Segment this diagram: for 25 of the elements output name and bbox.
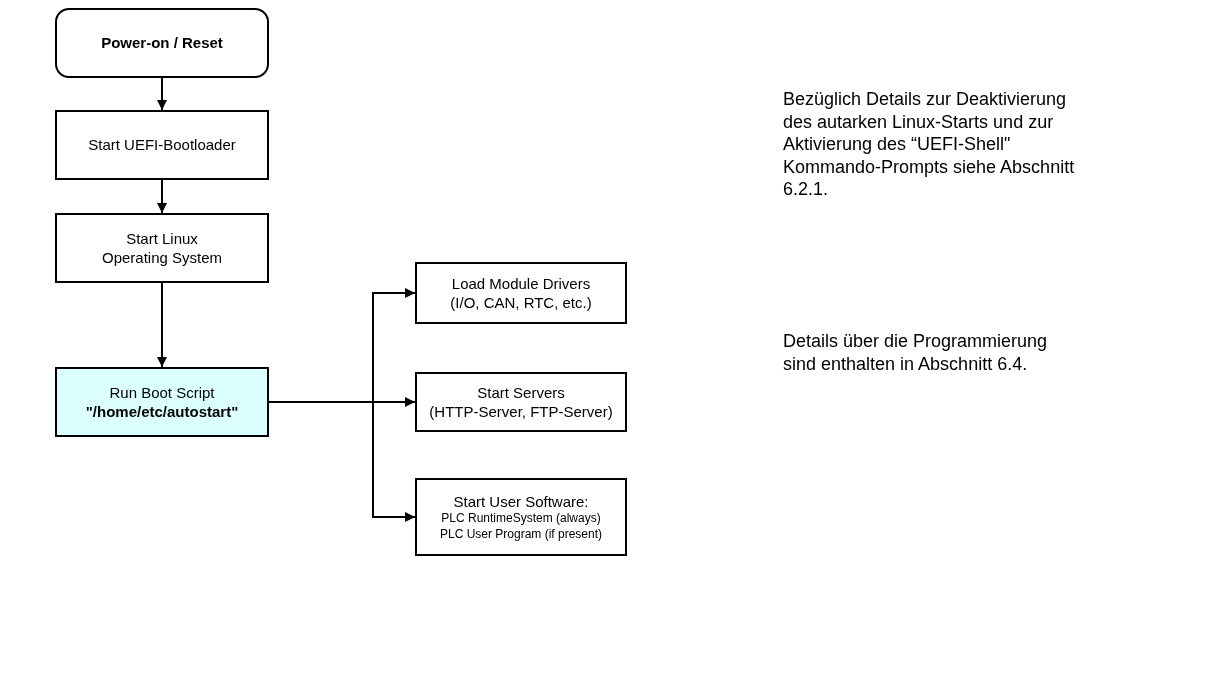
note-text: Bezüglich Details zur Deaktivierung des autarken Linux-Starts und zur Aktivierung des “UEFI-Shell" Kommando-Prompts siehe Abschnitt 6.2.1. xyxy=(783,88,1076,201)
process-box xyxy=(55,110,269,180)
box-text: Start Servers xyxy=(477,382,565,402)
arrow xyxy=(157,282,167,368)
start-terminal xyxy=(55,8,269,78)
box-text: Run Boot Script xyxy=(109,382,215,402)
box-text: Load Module Drivers xyxy=(451,273,591,293)
box-text: (I/O, CAN, RTC, etc.) xyxy=(450,293,592,313)
process-box xyxy=(415,372,627,432)
box-text: PLC User Program (if present) xyxy=(439,526,602,543)
note-text: Details über die Programmierung sind enthalten in Abschnitt 6.4. xyxy=(783,330,1049,375)
arrow xyxy=(268,401,416,522)
process-box xyxy=(415,478,627,556)
box-text: Start User Software: xyxy=(453,491,589,512)
process-box xyxy=(55,213,269,283)
box-text: (HTTP-Server, FTP-Server) xyxy=(429,402,613,422)
box-text: Power-on / Reset xyxy=(101,33,223,53)
box-text: Start UEFI-Bootloader xyxy=(88,135,236,155)
process-box xyxy=(415,262,627,324)
box-text: PLC RuntimeSystem (always) xyxy=(441,511,601,527)
box-text: "/home/etc/autostart" xyxy=(85,402,239,422)
box-text: Start Linux Operating System xyxy=(100,228,224,268)
arrow xyxy=(157,77,167,111)
process-box xyxy=(55,367,269,437)
arrow xyxy=(157,179,167,214)
